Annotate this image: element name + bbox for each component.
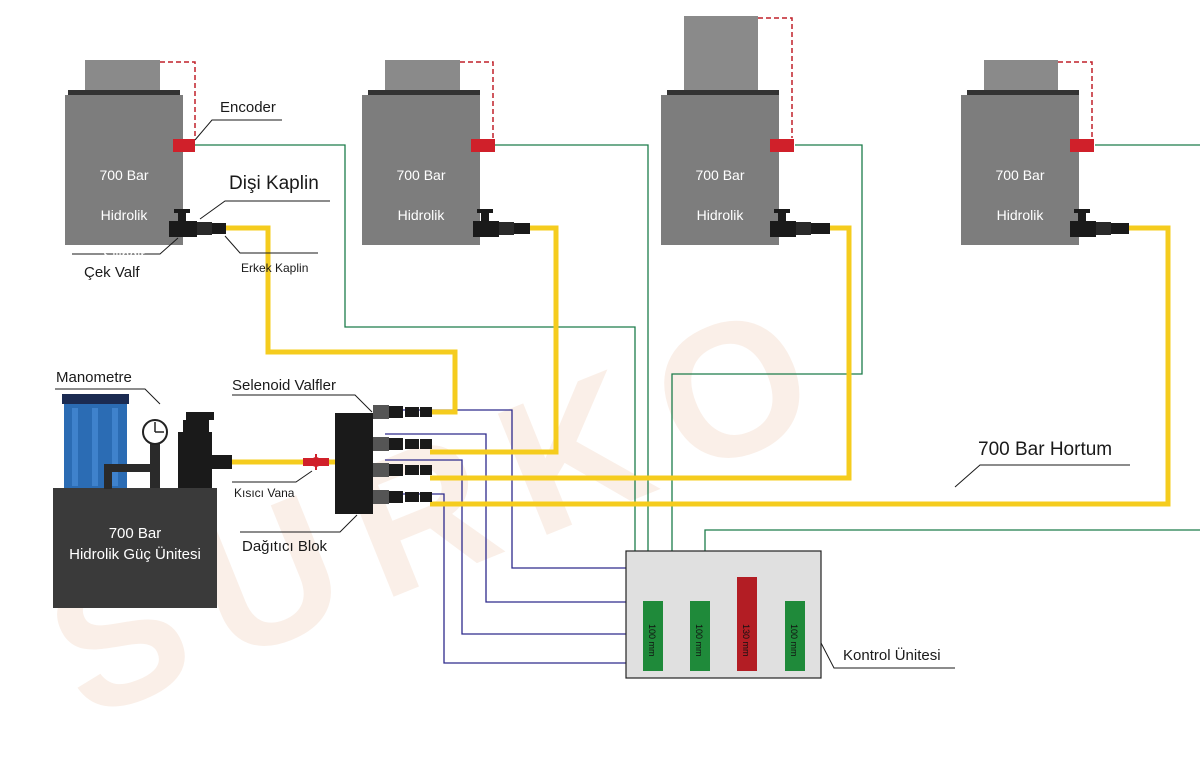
manifold-block: [335, 405, 432, 514]
power-unit-line1: 700 Bar: [108, 525, 162, 542]
cylinder-2-line2: Hidrolik: [397, 207, 445, 223]
throttle-valve: [303, 454, 329, 470]
dagitici-blok-label: Dağıtıcı Blok: [242, 538, 328, 555]
cylinder-1-line1: 700 Bar: [99, 167, 149, 183]
cylinder-2: [362, 60, 495, 245]
disi-kaplin-label: Dişi Kaplin: [229, 173, 319, 194]
cylinder-2-line1: 700 Bar: [396, 167, 446, 183]
cylinder-3-label: 700 Bar Hidrolik Silindir: [661, 145, 779, 285]
system-diagram: [53, 16, 1200, 679]
cylinder-2-line3: Silindir: [399, 247, 442, 263]
control-bar-2-label: 100 mm: [694, 624, 704, 657]
cylinder-1-line2: Hidrolik: [100, 207, 148, 223]
control-unit: [625, 550, 822, 679]
cylinder-4-line3: Silindir: [998, 247, 1041, 263]
coupling-set-4: [1070, 209, 1129, 237]
encoder-signal-lines: [195, 144, 1200, 552]
power-unit-label: 700 Bar Hidrolik Güç Ünitesi: [53, 523, 217, 565]
erkek-kaplin-label: Erkek Kaplin: [241, 261, 309, 275]
cylinder-3: [661, 16, 794, 245]
power-unit: [53, 394, 232, 608]
cylinder-1: [65, 60, 196, 245]
cylinder-3-line3: Silindir: [698, 247, 741, 263]
selenoid-valfler-label: Selenoid Valfler: [232, 377, 336, 394]
cylinder-1-line3: Silindir: [102, 247, 145, 263]
control-bar-3-label: 130 mm: [741, 624, 751, 657]
cylinder-4-line1: 700 Bar: [995, 167, 1045, 183]
coupling-set-3: [770, 209, 830, 237]
leader-lines: [55, 119, 1130, 669]
control-bar-4-label: 100 mm: [789, 624, 799, 657]
cylinder-4: [961, 60, 1094, 245]
power-unit-line2: Hidrolik Güç Ünitesi: [69, 546, 201, 563]
cylinder-4-line2: Hidrolik: [996, 207, 1044, 223]
cylinder-3-line2: Hidrolik: [696, 207, 744, 223]
encoder-label: Encoder: [220, 99, 276, 116]
cylinder-2-label: 700 Bar Hidrolik Silindir: [362, 145, 480, 285]
cek-valf-label: Çek Valf: [84, 264, 140, 281]
coupling-set-2: [473, 209, 530, 237]
manometre-label: Manometre: [56, 369, 132, 386]
coupling-set-1: [169, 209, 226, 237]
kisici-vana-label: Kısıcı Vana: [234, 486, 295, 500]
control-bar-1-label: 100 mm: [647, 624, 657, 657]
cylinder-1-label: 700 Bar Hidrolik Silindir: [65, 145, 183, 285]
hortum-label: 700 Bar Hortum: [978, 439, 1113, 460]
cylinder-4-label: 700 Bar Hidrolik Silindir: [961, 145, 1079, 285]
kontrol-unitesi-label: Kontrol Ünitesi: [843, 647, 941, 664]
cylinder-3-line1: 700 Bar: [695, 167, 745, 183]
